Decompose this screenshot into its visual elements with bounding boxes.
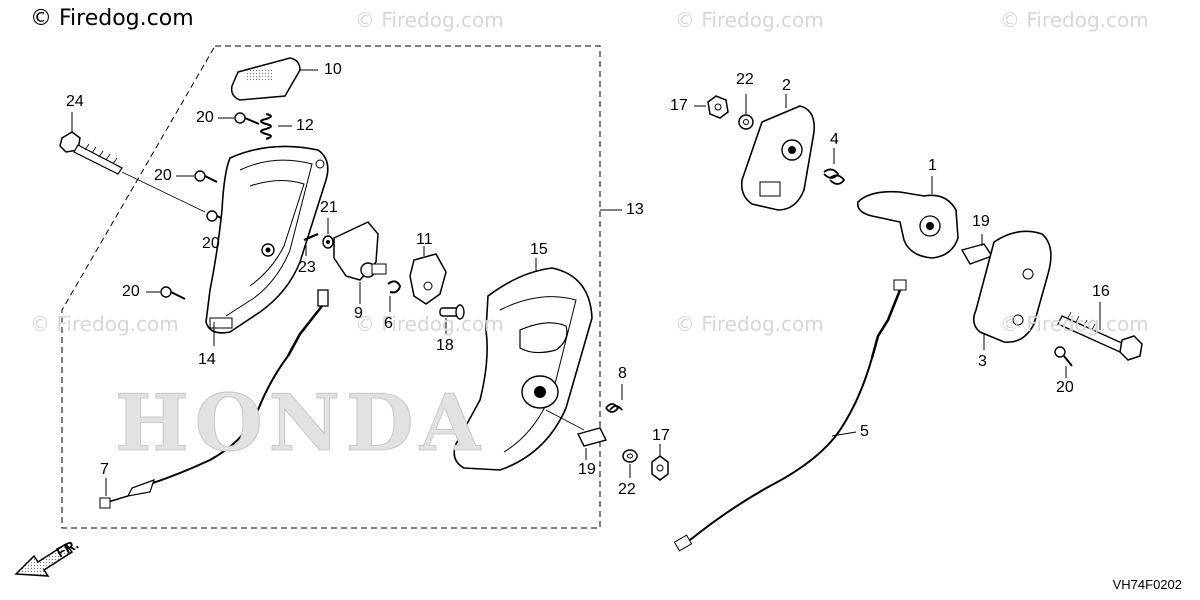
callout-22: 22 <box>618 481 636 498</box>
faint-watermark: © Firedog.com <box>30 312 179 336</box>
callout-18: 18 <box>436 337 454 354</box>
brand-watermark: HONDA <box>114 378 487 470</box>
part-22-washer-lower <box>622 449 638 478</box>
part-22-washer-upper <box>738 94 754 130</box>
callout-12: 12 <box>296 117 314 134</box>
part-11-latch <box>409 246 447 305</box>
part-8-spring <box>605 384 623 413</box>
part-4-spring <box>823 148 846 185</box>
part-15-side-cover <box>453 258 593 471</box>
part-20-screws <box>146 112 260 300</box>
callout-20: 20 <box>196 109 214 126</box>
callout-6: 6 <box>384 315 393 332</box>
part-5-cable <box>673 279 907 552</box>
part-6-clip <box>387 280 402 312</box>
callout-20: 20 <box>1056 379 1074 396</box>
callout-19: 19 <box>578 461 596 478</box>
callout-19: 19 <box>972 213 990 230</box>
part-21-washer <box>322 218 334 249</box>
callout-20: 20 <box>202 235 220 252</box>
front-arrow-icon <box>14 542 74 577</box>
part-1-handle-lever <box>856 176 959 259</box>
faint-watermark: © Firedog.com <box>1000 8 1149 32</box>
callout-24: 24 <box>66 93 84 110</box>
callout-7: 7 <box>100 461 109 478</box>
part-7-cable <box>99 289 329 509</box>
callout-20: 20 <box>122 283 140 300</box>
part-9-bracket <box>333 221 387 304</box>
faint-watermark: © Firedog.com <box>675 312 824 336</box>
part-10-lever-cap <box>230 57 318 101</box>
callout-11: 11 <box>416 231 433 248</box>
part-17-nut-upper <box>694 95 729 119</box>
callout-8: 8 <box>618 365 627 382</box>
callout-13: 13 <box>626 201 644 218</box>
part-16-bolt <box>1057 302 1143 361</box>
part-3-cover <box>972 230 1052 350</box>
part-23-pin <box>303 232 319 256</box>
part-19-left-pin <box>545 409 608 460</box>
callout-9: 9 <box>354 305 363 322</box>
callout-14: 14 <box>198 351 216 368</box>
part-2-lever-plate <box>740 94 816 211</box>
part-18-pin <box>439 304 465 334</box>
callout-15: 15 <box>530 241 548 258</box>
part-12-spring <box>260 113 292 140</box>
callout-10: 10 <box>324 61 342 78</box>
callout-17: 17 <box>652 427 670 444</box>
callout-17: 17 <box>670 97 688 114</box>
callout-20: 20 <box>154 167 172 184</box>
callout-23: 23 <box>298 259 316 276</box>
callout-2: 2 <box>782 77 791 94</box>
callout-3: 3 <box>978 353 987 370</box>
part-24-bolt <box>59 112 206 213</box>
callout-1: 1 <box>928 157 937 174</box>
faint-watermark: © Firedog.com <box>1000 312 1149 336</box>
faint-watermark: © Firedog.com <box>355 312 504 336</box>
callout-4: 4 <box>830 131 839 148</box>
part-20-right-screw <box>1054 346 1073 378</box>
callout-16: 16 <box>1092 283 1110 300</box>
part-19-right-pin <box>960 234 994 265</box>
faint-watermark: © Firedog.com <box>675 8 824 32</box>
diagram-code: VH74F0202 <box>1112 577 1182 592</box>
callout-22: 22 <box>736 71 754 88</box>
assembly-boundary <box>61 45 601 529</box>
faint-watermark: © Firedog.com <box>355 8 504 32</box>
callout-5: 5 <box>860 423 869 440</box>
site-watermark: © Firedog.com <box>30 6 194 31</box>
part-14-lever-housing <box>205 145 329 346</box>
part-17-nut-lower <box>651 444 669 481</box>
callout-21: 21 <box>320 199 338 216</box>
